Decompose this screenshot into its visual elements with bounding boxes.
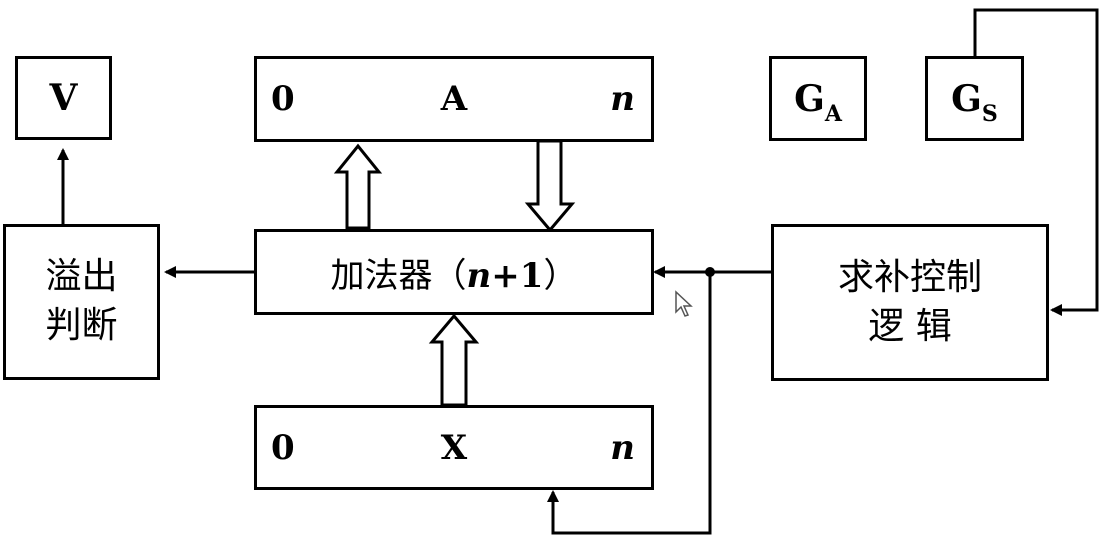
ga-main: G (794, 77, 825, 120)
register-a-name: A (440, 79, 468, 119)
gs-label: GS (951, 77, 998, 127)
ga-label: GA (794, 77, 842, 127)
complement-logic-line1: 求补控制 (837, 256, 982, 298)
register-x-name: X (440, 427, 468, 468)
hollow-arrow-adder-to-a (333, 143, 383, 230)
overflow-block: 溢出 判断 (3, 224, 160, 380)
overflow-line1: 溢出 (45, 256, 118, 298)
v-label: V (49, 77, 78, 119)
ga-block: GA (769, 56, 867, 141)
overflow-line2: 判断 (45, 305, 118, 346)
complement-logic-line2: 逻 辑 (868, 305, 952, 347)
complement-logic-block: 求补控制 逻 辑 (771, 224, 1049, 381)
gs-main: G (951, 77, 982, 120)
gs-block: GS (925, 56, 1024, 141)
register-x-right-bit: n (610, 427, 635, 468)
wire-gs-to-logic (973, 8, 1099, 316)
mouse-pointer-icon (675, 290, 693, 317)
adder-prefix: 加法器（ (330, 255, 467, 296)
adder-suffix: ） (543, 255, 578, 296)
hollow-arrow-a-to-adder (524, 139, 576, 233)
register-a: 0 A n (254, 56, 654, 142)
hollow-arrow-x-to-adder (428, 313, 480, 407)
register-x-left-bit: 0 (271, 427, 295, 468)
adder-block: 加法器（n+1） (254, 229, 654, 315)
adder-plus: +1 (491, 255, 544, 296)
adder-var: n (466, 255, 492, 296)
register-a-left-bit: 0 (271, 79, 295, 119)
register-x: 0 X n (254, 405, 654, 490)
register-a-right-bit: n (610, 79, 635, 119)
adder-label: 加法器（n+1） (331, 248, 578, 297)
v-block: V (15, 56, 112, 140)
wire-logic-to-x (547, 272, 712, 535)
ga-sub: A (824, 100, 842, 127)
gs-sub: S (981, 100, 998, 127)
